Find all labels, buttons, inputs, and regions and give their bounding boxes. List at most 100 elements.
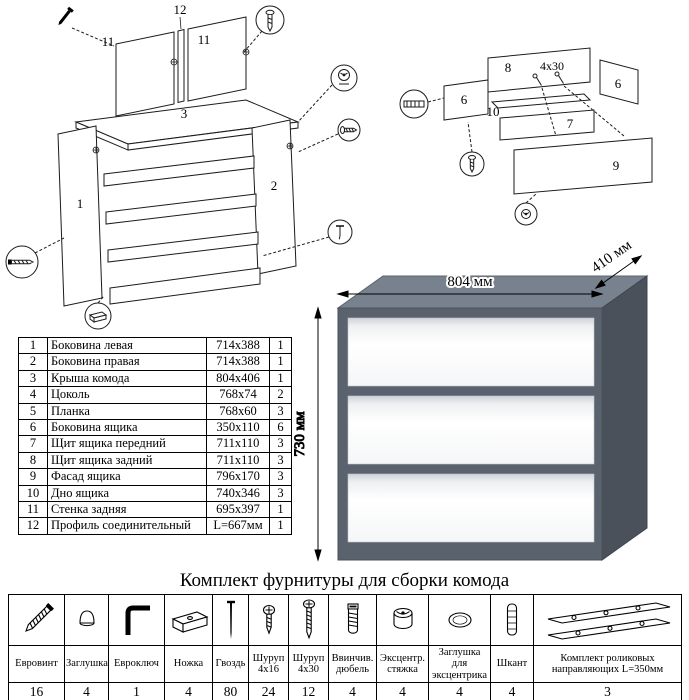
drawer-front	[347, 473, 595, 543]
cam-lock-icon	[521, 209, 531, 219]
drawer-front	[347, 395, 595, 465]
part-label: 8	[505, 60, 512, 75]
screw-icon	[340, 126, 358, 134]
drawer-side-panel-right	[599, 59, 639, 105]
part-number: 4	[18, 386, 48, 404]
part-qty: 3	[269, 402, 292, 421]
part-name: Стенка задняя	[47, 501, 207, 519]
hardware-names-row: Евровинт Заглушка Евроключ Ножка Гвоздь …	[8, 645, 682, 683]
hardware-qty: 1	[108, 681, 165, 700]
cam-lock-icon	[338, 69, 350, 85]
connecting-profile	[177, 28, 185, 104]
plinth	[109, 267, 261, 305]
part-label: 6	[615, 76, 622, 91]
hardware-name: Шкант	[490, 645, 534, 683]
hardware-name: Эксцентр. стяжка	[376, 645, 429, 683]
part-number: 12	[18, 517, 48, 535]
right-side-panel	[251, 119, 297, 275]
hardware-name: Евроключ	[108, 645, 165, 683]
part-qty: 1	[269, 353, 292, 371]
hardware-name: Комплект роликовых направляющих L=350мм	[533, 645, 682, 683]
hardware-icons-row	[8, 594, 682, 646]
drawer-bottom-panel	[490, 93, 592, 109]
hardware-name: Евровинт	[8, 645, 65, 683]
part-label: 11	[198, 32, 211, 47]
hardware-qty-row: 16 4 1 4 80 24 12 4 4 4 4 3	[8, 681, 682, 700]
hardware-qty: 80	[212, 681, 249, 700]
part-qty: 3	[269, 451, 292, 470]
part-qty: 2	[269, 386, 292, 404]
part-size: 350x110	[206, 419, 270, 437]
fastener-callout	[255, 5, 285, 35]
part-label: 7	[567, 116, 574, 131]
hardware-qty: 12	[288, 681, 329, 700]
part-label: 3	[181, 106, 188, 121]
part-size: 740x346	[206, 484, 270, 503]
drawer-exploded-diagram: 8 6 6 10 7 9 4x30	[399, 47, 653, 226]
fastener-callout	[399, 89, 429, 119]
hardware-qty: 24	[248, 681, 289, 700]
drill-marks	[92, 48, 294, 154]
depth-dimension-label: 410 мм	[589, 237, 636, 276]
part-number: 1	[18, 336, 48, 355]
part-number: 6	[18, 419, 48, 437]
part-label: 2	[271, 178, 278, 193]
screw-size-label: 4x30	[540, 59, 564, 73]
part-number: 7	[18, 435, 48, 453]
hardware-name: Заглушка	[64, 645, 109, 683]
part-qty: 3	[269, 468, 292, 486]
drawer-back-panel	[487, 47, 591, 93]
cap-plug-icon	[78, 610, 95, 627]
hardware-qty: 4	[64, 681, 109, 700]
hardware-qty: 16	[8, 681, 65, 700]
hex-key-icon	[125, 605, 150, 635]
part-size: 711x110	[206, 451, 270, 470]
part-size: 711x110	[206, 435, 270, 453]
part-name: Крыша комода	[47, 369, 207, 388]
part-qty: 3	[269, 484, 292, 503]
part-size: L=667мм	[206, 517, 270, 535]
part-qty: 3	[269, 435, 292, 453]
height-dimension-label: 730 мм	[292, 411, 308, 457]
foot-icon	[170, 611, 209, 633]
part-size: 714x388	[206, 336, 270, 355]
part-size: 768x60	[206, 402, 270, 421]
part-label: 12	[174, 2, 187, 17]
hardware-qty: 4	[164, 681, 213, 700]
screw-icon	[468, 155, 476, 174]
part-number: 3	[18, 369, 48, 388]
cam-cover-icon	[447, 612, 472, 628]
part-name: Боковина правая	[47, 353, 207, 371]
product-render: 804 мм 730 мм 410 мм	[292, 235, 649, 562]
part-label: 1	[77, 196, 84, 211]
part-label: 6	[461, 92, 468, 107]
hardware-name: Ножка	[164, 645, 213, 683]
drawer-facade-panel	[513, 137, 653, 195]
rail	[107, 231, 259, 263]
hardware-name: Шуруп 4x16	[248, 645, 289, 683]
hardware-qty: 4	[490, 681, 534, 700]
part-name: Щит ящика передний	[47, 435, 207, 453]
screw-4x16-icon	[262, 604, 275, 635]
hardware-table: Евровинт Заглушка Евроключ Ножка Гвоздь …	[8, 594, 682, 700]
part-label: 9	[613, 158, 620, 173]
cam-lock-icon	[392, 607, 413, 630]
dresser-side-face	[601, 275, 648, 561]
foot-icon	[88, 311, 108, 323]
hardware-name: Шуруп 4x30	[288, 645, 329, 683]
part-name: Щит ящика задний	[47, 451, 207, 470]
screw-4x30-icon	[302, 599, 315, 640]
drawer-front-panel	[499, 109, 595, 141]
fastener-callout	[327, 219, 353, 245]
hardware-name: Гвоздь	[212, 645, 249, 683]
part-qty: 1	[269, 369, 292, 388]
back-panel-right	[187, 16, 247, 102]
